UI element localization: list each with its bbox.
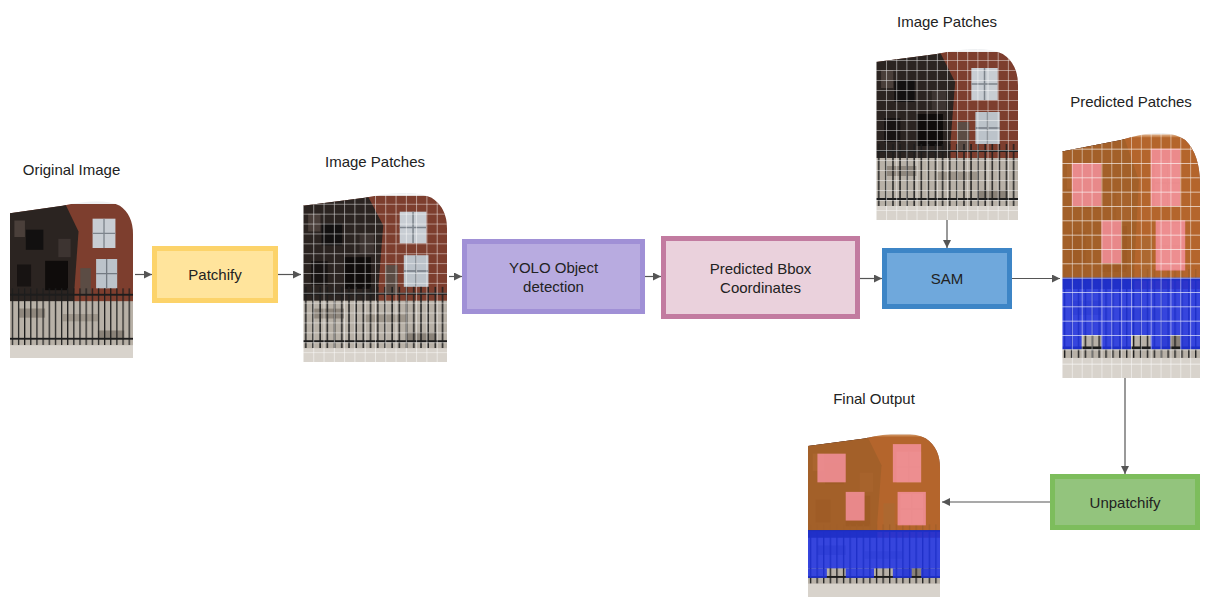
flow-arrow	[278, 274, 301, 275]
image-title: Final Output	[806, 389, 942, 409]
process-box: Unpatchify	[1050, 474, 1200, 530]
box-label: Unpatchify	[1090, 493, 1161, 512]
segmented-photo	[808, 425, 940, 597]
process-box: YOLO Object detection	[462, 239, 645, 314]
patched-photo	[876, 40, 1018, 220]
box-label: Patchify	[188, 265, 241, 284]
flow-arrow	[860, 278, 882, 279]
box-label: SAM	[931, 269, 964, 288]
image-title: Image Patches	[301, 152, 449, 172]
predicted-patches-photo	[1062, 120, 1200, 378]
image-title: Predicted Patches	[1060, 92, 1202, 112]
flow-arrow	[449, 276, 462, 277]
image-title: Original Image	[8, 160, 135, 180]
image-title: Image Patches	[874, 12, 1020, 32]
image-panel: Final Output	[806, 389, 942, 597]
flow-arrow	[135, 274, 152, 275]
patched-photo	[303, 184, 447, 362]
image-panel: Predicted Patches	[1060, 92, 1202, 378]
image-panel: Image Patches	[301, 152, 449, 362]
process-box: Patchify	[152, 246, 278, 303]
image-panel: Original Image	[8, 160, 135, 358]
flow-arrow	[1012, 278, 1060, 279]
box-label: YOLO Object detection	[499, 258, 609, 296]
box-label: Predicted Bbox Coordinates	[698, 259, 823, 297]
process-box: Predicted Bbox Coordinates	[661, 236, 860, 319]
flow-arrow	[1124, 378, 1125, 474]
flow-arrow	[942, 501, 1050, 502]
building-photo	[10, 193, 133, 358]
flow-arrow	[645, 276, 661, 277]
image-panel: Image Patches	[874, 12, 1020, 220]
process-box: SAM	[882, 248, 1012, 309]
flow-arrow	[946, 220, 947, 248]
